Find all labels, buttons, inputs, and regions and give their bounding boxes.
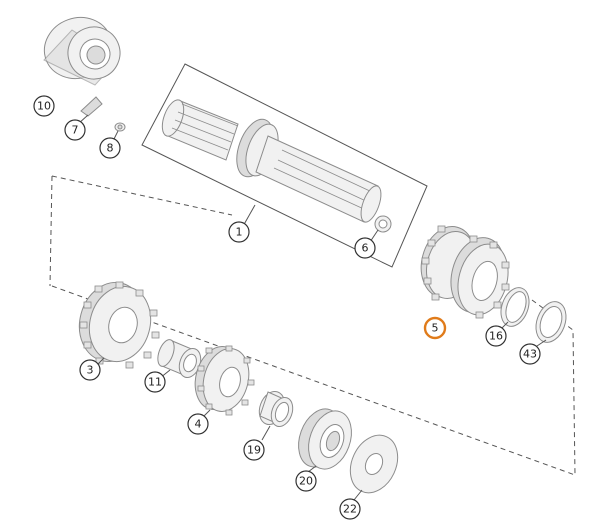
bearing-part-20[interactable] <box>291 403 359 475</box>
callout-10[interactable]: 10 <box>33 95 55 117</box>
svg-text:11: 11 <box>148 376 162 389</box>
svg-text:3: 3 <box>87 364 94 377</box>
assembly-outline <box>49 175 576 476</box>
shaft-frame <box>141 63 428 268</box>
svg-text:20: 20 <box>299 475 313 488</box>
washer-part-22[interactable] <box>341 428 406 501</box>
callout-5-highlighted[interactable]: 5 <box>423 316 447 340</box>
main-shaft-part-1[interactable] <box>158 97 385 225</box>
gear-part-3[interactable] <box>71 275 160 369</box>
callout-11[interactable]: 11 <box>144 371 166 393</box>
pin-part-8[interactable] <box>114 122 126 132</box>
callout-4[interactable]: 4 <box>187 413 209 435</box>
callout-20[interactable]: 20 <box>295 470 317 492</box>
double-gear-part-5[interactable] <box>414 220 516 320</box>
callout-6[interactable]: 6 <box>354 237 376 259</box>
gear-part-4[interactable] <box>188 341 255 416</box>
callout-22[interactable]: 22 <box>339 498 361 520</box>
bushing-part-19[interactable] <box>255 388 297 430</box>
svg-text:6: 6 <box>362 242 369 255</box>
svg-text:1: 1 <box>236 226 243 239</box>
svg-text:4: 4 <box>195 418 202 431</box>
svg-text:7: 7 <box>72 124 79 137</box>
snap-ring-part-16[interactable] <box>496 284 534 330</box>
callout-1[interactable]: 1 <box>228 221 250 243</box>
bearing-part-10[interactable] <box>36 8 128 88</box>
svg-text:5: 5 <box>432 322 439 335</box>
svg-text:10: 10 <box>37 100 51 113</box>
callout-3[interactable]: 3 <box>79 359 101 381</box>
svg-text:43: 43 <box>523 348 537 361</box>
svg-text:16: 16 <box>489 330 503 343</box>
callout-43[interactable]: 43 <box>519 343 541 365</box>
svg-text:19: 19 <box>247 444 261 457</box>
svg-text:22: 22 <box>343 503 357 516</box>
key-part-7[interactable] <box>80 96 103 117</box>
svg-text:8: 8 <box>107 142 114 155</box>
callout-7[interactable]: 7 <box>64 119 86 141</box>
callout-8[interactable]: 8 <box>99 137 121 159</box>
callout-16[interactable]: 16 <box>485 325 507 347</box>
washer-part-43[interactable] <box>531 297 572 346</box>
needle-bearing-part-11[interactable] <box>155 337 205 380</box>
nut-part-6[interactable] <box>374 215 392 233</box>
callout-19[interactable]: 19 <box>243 439 265 461</box>
